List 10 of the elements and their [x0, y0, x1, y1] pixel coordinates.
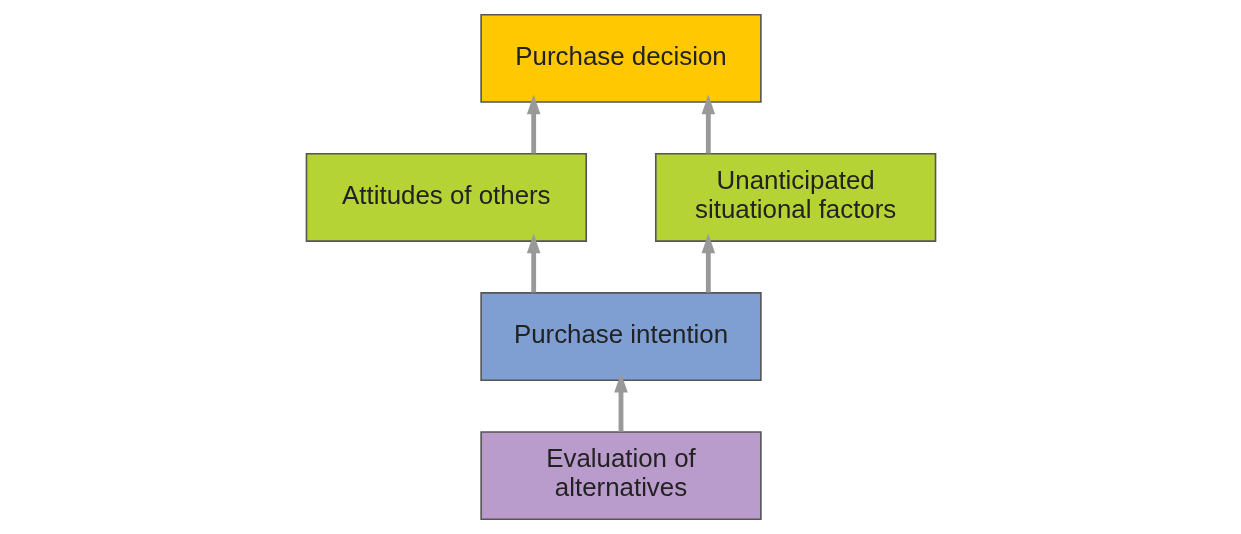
node-box: Evaluation of alternatives	[479, 431, 762, 521]
arrow	[613, 372, 628, 432]
arrow	[701, 94, 715, 154]
arrow	[701, 233, 715, 293]
node-box: Purchase decision	[479, 13, 762, 103]
node-box: Unanticipated situational factors	[654, 153, 936, 242]
arrow	[526, 94, 540, 154]
arrow	[526, 233, 540, 293]
node-box: Attitudes of others	[305, 153, 587, 242]
node-box: Purchase intention	[479, 292, 762, 381]
